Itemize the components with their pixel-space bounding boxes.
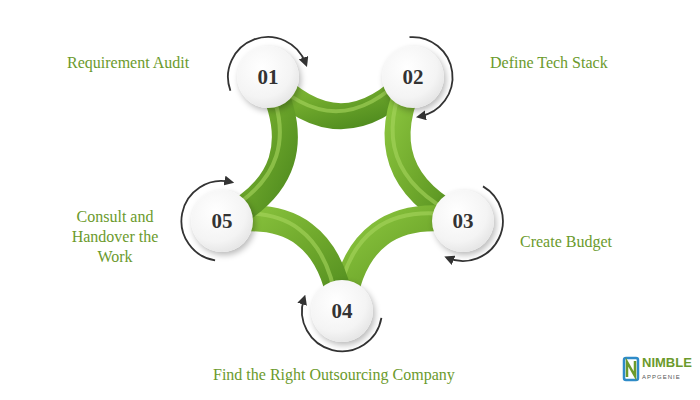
step-circle: 05 <box>191 190 253 252</box>
step-label: Define Tech Stack <box>490 53 608 73</box>
step-circle: 03 <box>432 190 494 252</box>
step-label: Create Budget <box>520 232 612 252</box>
step-label: Consult and Handover the Work <box>57 207 173 267</box>
step-number: 04 <box>332 299 353 324</box>
step-circle: 04 <box>311 280 373 342</box>
step-number: 05 <box>212 209 233 234</box>
logo-icon <box>624 358 638 380</box>
step-label: Requirement Audit <box>67 53 189 73</box>
step-circle: 02 <box>382 46 444 108</box>
step-number: 01 <box>258 65 279 90</box>
green-bands <box>217 72 463 311</box>
step-circle: 01 <box>237 46 299 108</box>
step-number: 03 <box>453 209 474 234</box>
cycle-arrows <box>181 37 502 351</box>
step-label: Find the Right Outsourcing Company <box>213 365 455 385</box>
step-number: 02 <box>403 65 424 90</box>
logo-subtext: APPGENIE <box>642 373 681 381</box>
logo-text: NIMBLE <box>642 355 692 371</box>
